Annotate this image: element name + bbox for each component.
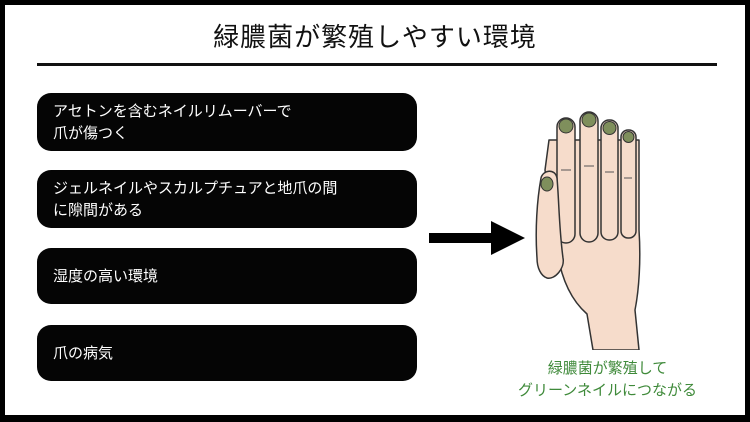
cause-item: 湿度の高い環境 bbox=[37, 248, 417, 304]
page-title: 緑膿菌が繁殖しやすい環境 bbox=[213, 23, 537, 53]
infographic-card: 緑膿菌が繁殖しやすい環境 アセトンを含むネイルリムーバーで 爪が傷つく ジェルネ… bbox=[5, 5, 745, 415]
hand-with-green-nails-icon bbox=[535, 111, 641, 350]
arrow-right-icon bbox=[429, 221, 525, 255]
cause-item: 爪の病気 bbox=[37, 325, 417, 381]
cause-item: ジェルネイルやスカルプチュアと地爪の間 に隙間がある bbox=[37, 170, 417, 228]
cause-item: アセトンを含むネイルリムーバーで 爪が傷つく bbox=[37, 93, 417, 151]
result-caption: 緑膿菌が繁殖して グリーンネイルにつながる bbox=[518, 359, 697, 399]
title-divider bbox=[37, 63, 717, 66]
